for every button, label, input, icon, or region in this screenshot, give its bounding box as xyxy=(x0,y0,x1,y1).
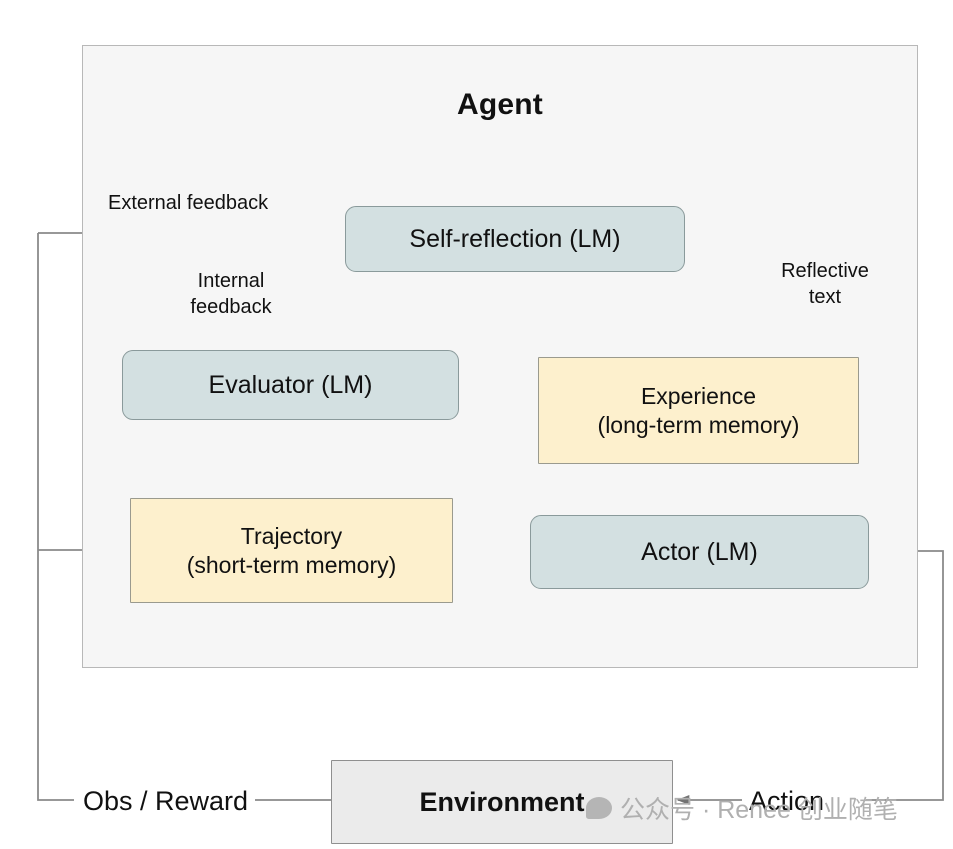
agent-title: Agent xyxy=(457,88,543,121)
node-environment[interactable]: Environment xyxy=(331,760,673,844)
node-environment-label: Environment xyxy=(419,786,585,817)
node-self-reflection[interactable]: Self-reflection (LM) xyxy=(345,206,685,272)
node-trajectory-sublabel: (short-term memory) xyxy=(186,551,397,578)
edge-label-internal-feedback: Internal feedback xyxy=(172,268,290,321)
node-experience-sublabel: (long-term memory) xyxy=(597,411,800,438)
edge-label-reflective-text-line2: text xyxy=(808,286,842,309)
edge-label-internal-feedback-line1: Internal xyxy=(197,270,265,292)
node-trajectory[interactable]: Trajectory (short-term memory) xyxy=(130,498,453,603)
edge-label-reflective-text-line1: Reflective xyxy=(781,260,869,282)
edge-label-reflective-text: Reflective text xyxy=(764,258,886,311)
edge-label-external-feedback: External feedback xyxy=(108,192,269,214)
node-trajectory-label: Trajectory xyxy=(240,523,343,550)
node-experience[interactable]: Experience (long-term memory) xyxy=(538,357,859,464)
node-evaluator-label: Evaluator (LM) xyxy=(208,370,373,399)
node-evaluator[interactable]: Evaluator (LM) xyxy=(122,350,459,420)
edge-obs-reward-riser xyxy=(37,233,74,801)
node-actor[interactable]: Actor (LM) xyxy=(530,515,869,589)
node-experience-label: Experience xyxy=(640,383,757,410)
node-actor-label: Actor (LM) xyxy=(641,537,758,566)
node-self-reflection-label: Self-reflection (LM) xyxy=(409,224,621,253)
edge-label-internal-feedback-line2: feedback xyxy=(190,296,272,319)
edge-label-action: Action xyxy=(749,786,825,816)
edge-label-obs-reward: Obs / Reward xyxy=(76,784,256,820)
